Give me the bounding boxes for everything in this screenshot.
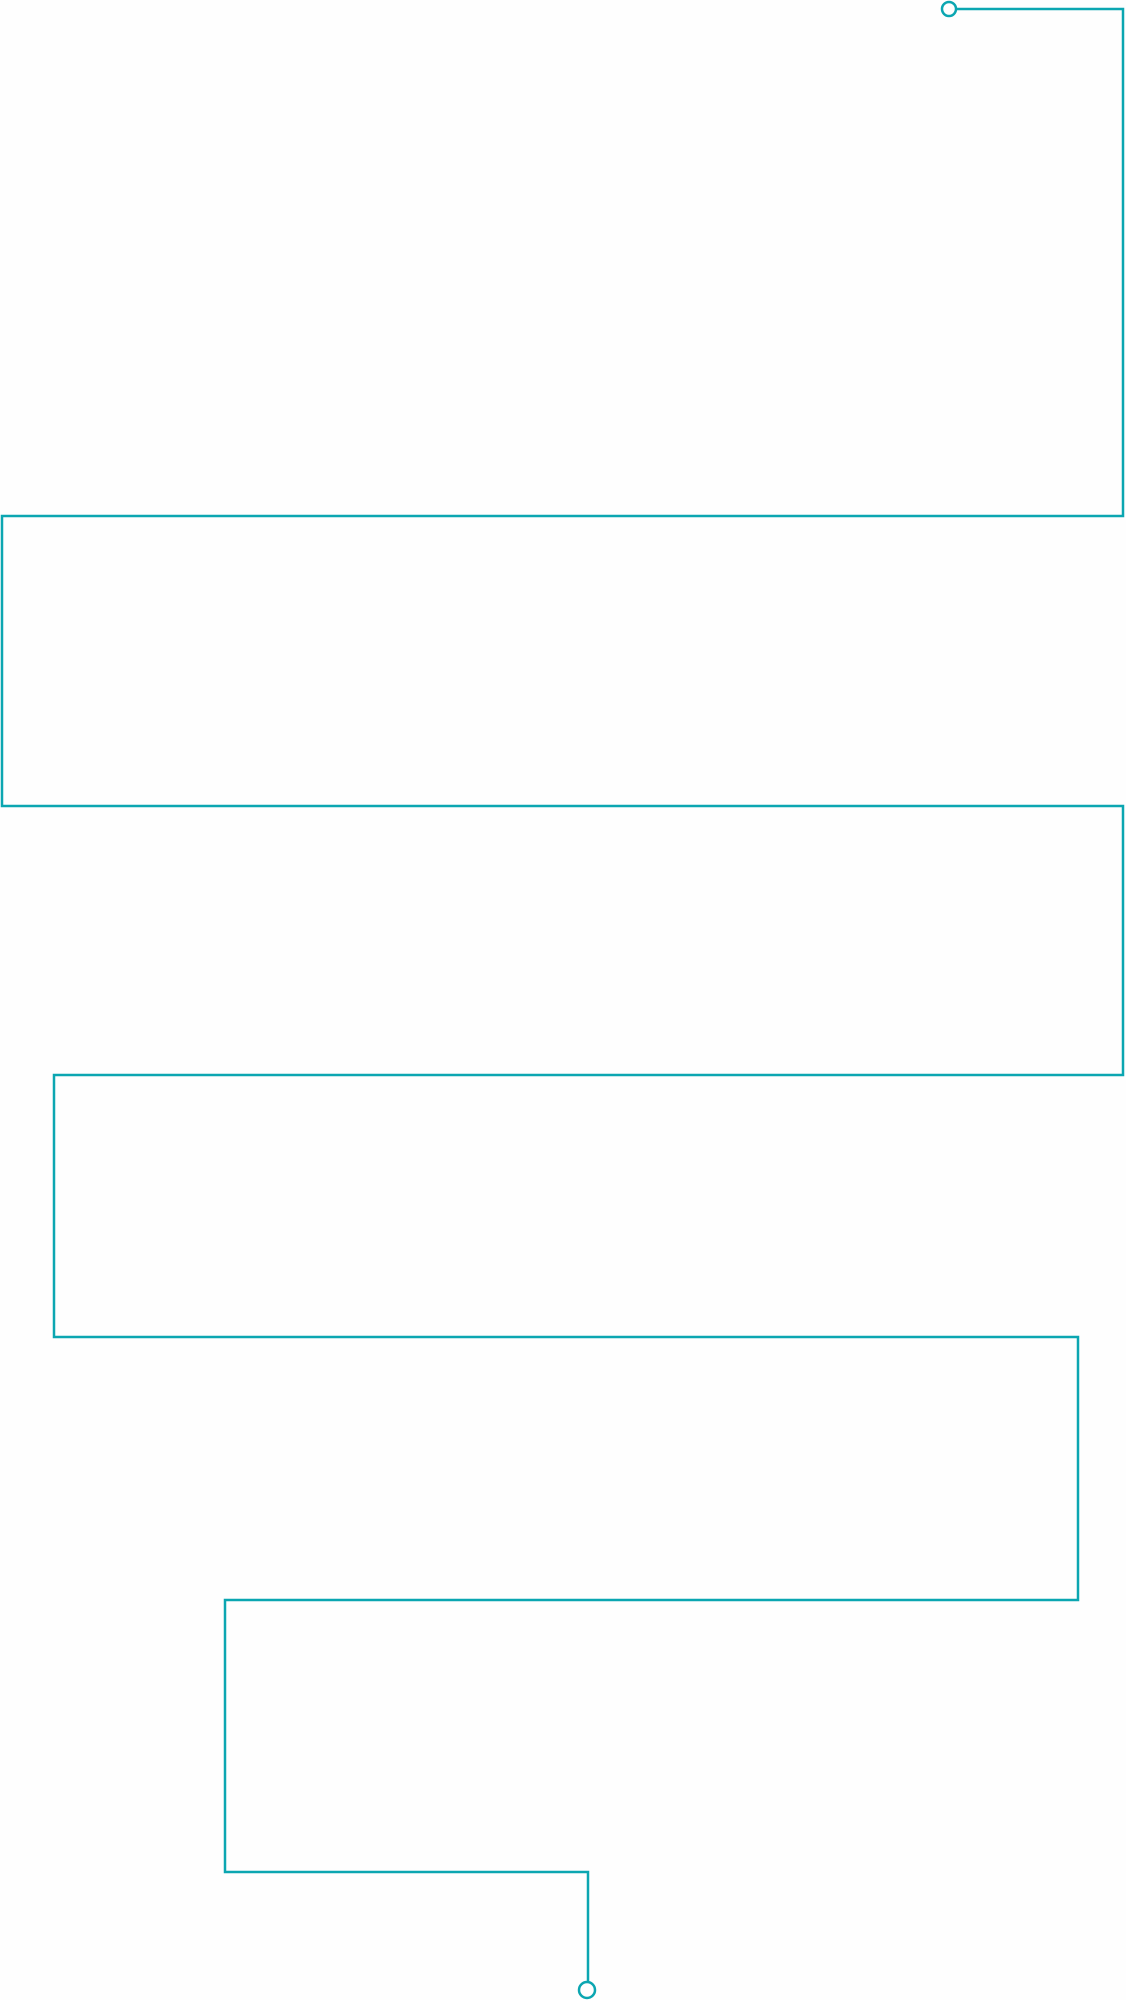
end-node-icon — [577, 1980, 597, 2000]
start-node-icon — [940, 0, 958, 18]
zigzag-connector-line — [0, 7, 1125, 1982]
